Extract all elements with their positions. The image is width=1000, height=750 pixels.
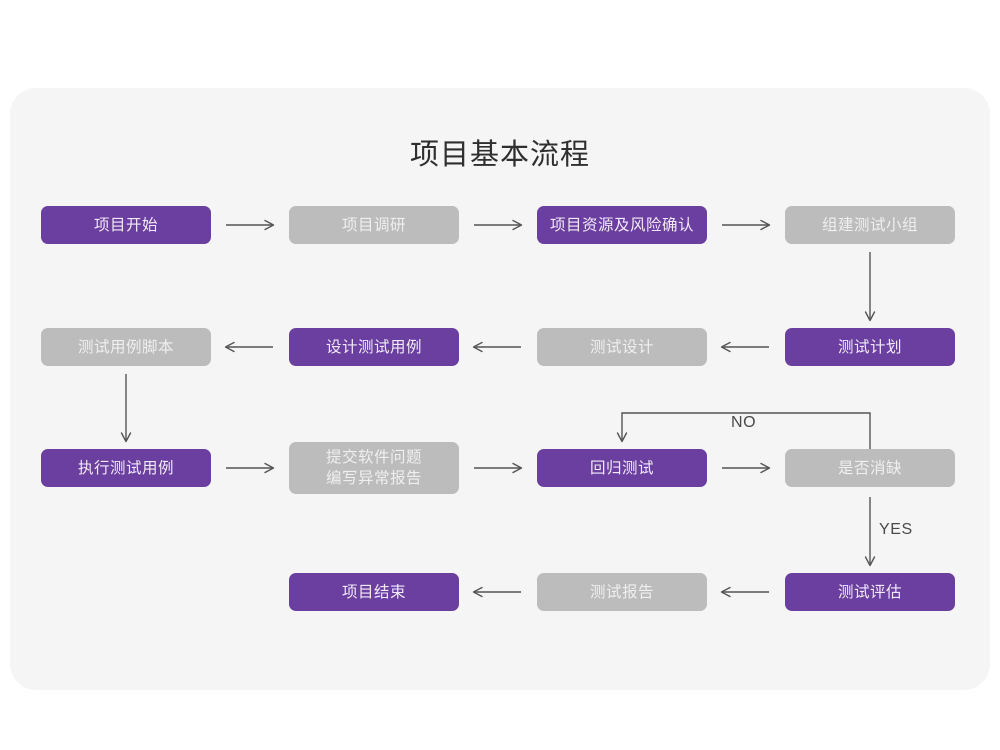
page-title: 项目基本流程 xyxy=(409,139,590,171)
flow-node-defect-resolved[interactable]: 是否消缺 xyxy=(785,449,955,487)
flow-node-execute-test-case[interactable]: 执行测试用例 xyxy=(41,449,211,487)
edge-label-no: NO xyxy=(731,414,757,431)
flow-node-project-end[interactable]: 项目结束 xyxy=(289,573,459,611)
flow-node-submit-issue-report[interactable]: 提交软件问题 编写异常报告 xyxy=(289,442,459,494)
flow-node-regression-test[interactable]: 回归测试 xyxy=(537,449,707,487)
flow-node-project-start[interactable]: 项目开始 xyxy=(41,206,211,244)
flow-node-build-test-team[interactable]: 组建测试小组 xyxy=(785,206,955,244)
flow-node-resource-risk-confirm[interactable]: 项目资源及风险确认 xyxy=(537,206,707,244)
flow-node-test-design[interactable]: 测试设计 xyxy=(537,328,707,366)
flow-node-test-report[interactable]: 测试报告 xyxy=(537,573,707,611)
flow-node-test-plan[interactable]: 测试计划 xyxy=(785,328,955,366)
flow-node-test-case-script[interactable]: 测试用例脚本 xyxy=(41,328,211,366)
flow-node-design-test-case[interactable]: 设计测试用例 xyxy=(289,328,459,366)
flow-node-project-research[interactable]: 项目调研 xyxy=(289,206,459,244)
edge-label-yes: YES xyxy=(879,521,913,538)
flow-node-test-evaluation[interactable]: 测试评估 xyxy=(785,573,955,611)
